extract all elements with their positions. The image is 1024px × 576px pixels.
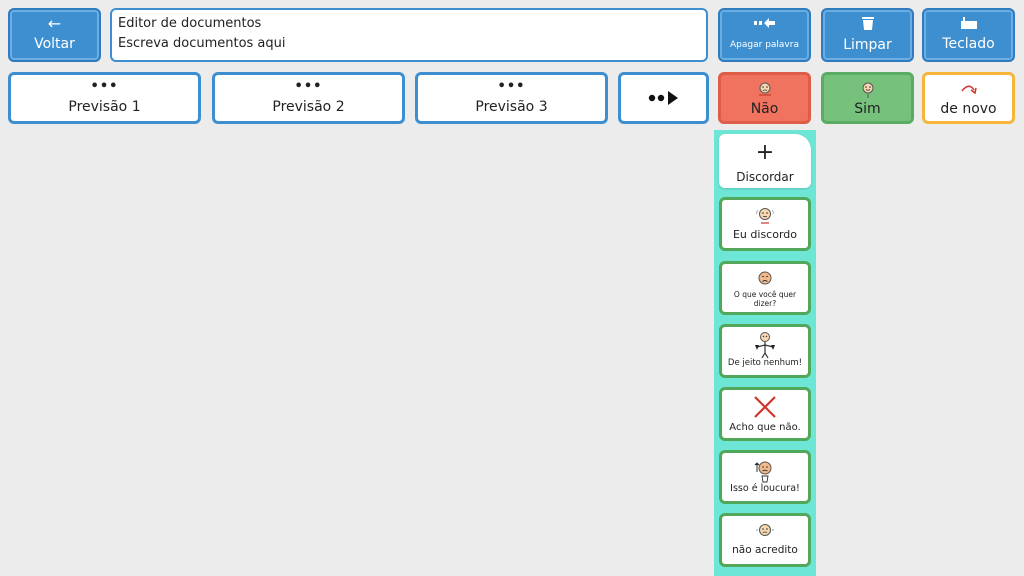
- category-label: Discordar: [736, 170, 794, 184]
- prediction-3[interactable]: ••• Previsão 3: [415, 72, 608, 124]
- trash-icon: [823, 16, 912, 33]
- prediction-dots-icon: •••: [497, 79, 526, 94]
- phrase-label: Eu discordo: [732, 228, 797, 241]
- delete-word-button[interactable]: Apagar palavra: [718, 8, 811, 62]
- document-editor[interactable]: Editor de documentos Escreva documentos …: [110, 8, 708, 62]
- red-x-icon: [754, 396, 776, 418]
- again-button[interactable]: de novo: [922, 72, 1015, 124]
- phrase-o-que-voce-quer-dizer[interactable]: O que você quer dizer?: [719, 261, 811, 315]
- again-arrow-icon: [960, 85, 977, 95]
- prediction-dots-icon: •••: [294, 79, 323, 94]
- next-dots-icon: [648, 91, 678, 105]
- editor-title: Editor de documentos: [118, 16, 262, 31]
- no-label: Não: [750, 101, 779, 117]
- category-disagree[interactable]: + Discordar: [719, 134, 811, 188]
- phrase-acho-que-nao[interactable]: Acho que não.: [719, 387, 811, 441]
- prediction-label: Previsão 3: [475, 99, 548, 115]
- phrase-label: não acredito: [732, 544, 798, 556]
- delete-word-label: Apagar palavra: [730, 40, 799, 50]
- crazy-face-icon: [754, 461, 772, 483]
- phrase-de-jeito-nenhum[interactable]: De jeito nenhum!: [719, 324, 811, 378]
- phrase-label: O que você quer dizer?: [733, 290, 797, 308]
- clear-label: Limpar: [843, 37, 892, 53]
- keyboard-icon: [924, 16, 1013, 32]
- arrow-left-icon: ←: [47, 14, 62, 33]
- phrase-nao-acredito[interactable]: não acredito: [719, 513, 811, 567]
- yes-face-icon: [862, 82, 873, 98]
- again-label: de novo: [940, 101, 997, 117]
- plus-icon: +: [755, 140, 775, 165]
- back-label: Voltar: [34, 36, 75, 52]
- clear-button[interactable]: Limpar: [821, 8, 914, 62]
- no-way-person-icon: [755, 332, 775, 359]
- confused-face-icon: [758, 271, 772, 285]
- prediction-label: Previsão 1: [68, 99, 141, 115]
- keyboard-label: Teclado: [942, 36, 995, 52]
- more-predictions-button[interactable]: [618, 72, 709, 124]
- phrase-label: Acho que não.: [729, 422, 801, 433]
- prediction-dots-icon: •••: [90, 79, 119, 94]
- prediction-1[interactable]: ••• Previsão 1: [8, 72, 201, 124]
- yes-button[interactable]: Sim: [821, 72, 914, 124]
- backspace-icon: [720, 16, 809, 32]
- phrase-eu-discordo[interactable]: Eu discordo: [719, 197, 811, 251]
- back-button[interactable]: ← Voltar: [8, 8, 101, 62]
- no-face-icon: [758, 82, 771, 96]
- prediction-2[interactable]: ••• Previsão 2: [212, 72, 405, 124]
- yes-label: Sim: [854, 101, 881, 117]
- prediction-label: Previsão 2: [272, 99, 345, 115]
- phrase-isso-e-loucura[interactable]: Isso é loucura!: [719, 450, 811, 504]
- phrase-label: Isso é loucura!: [730, 483, 800, 494]
- disagree-face-icon: [756, 208, 774, 224]
- keyboard-button[interactable]: Teclado: [922, 8, 1015, 62]
- phrase-label: De jeito nenhum!: [727, 358, 803, 368]
- no-button[interactable]: Não: [718, 72, 811, 124]
- editor-placeholder: Escreva documentos aqui: [118, 36, 286, 51]
- disbelief-face-icon: [756, 524, 774, 536]
